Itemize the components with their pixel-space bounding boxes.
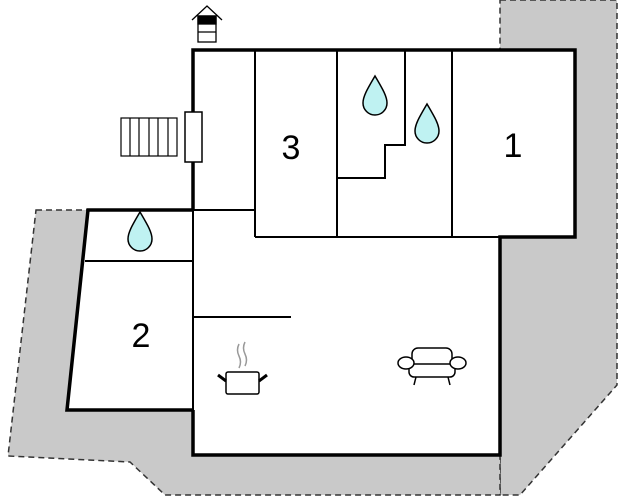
water-drops [127,74,440,252]
exterior-walls [65,48,577,457]
room-label-1: 1 [504,127,523,165]
sofa-icon [397,347,467,386]
window-icon [184,111,203,163]
terrain-right [499,0,618,496]
interior-walls [85,50,500,410]
entrance-icon [191,5,223,43]
room-label-3: 3 [282,129,301,167]
water-drop-icon [127,210,153,252]
water-drop-icon [362,74,388,116]
water-drop-icon [414,102,440,144]
room-label-2: 2 [132,317,151,355]
stairs-icon [120,117,178,157]
kitchen-pot-icon [217,341,268,395]
